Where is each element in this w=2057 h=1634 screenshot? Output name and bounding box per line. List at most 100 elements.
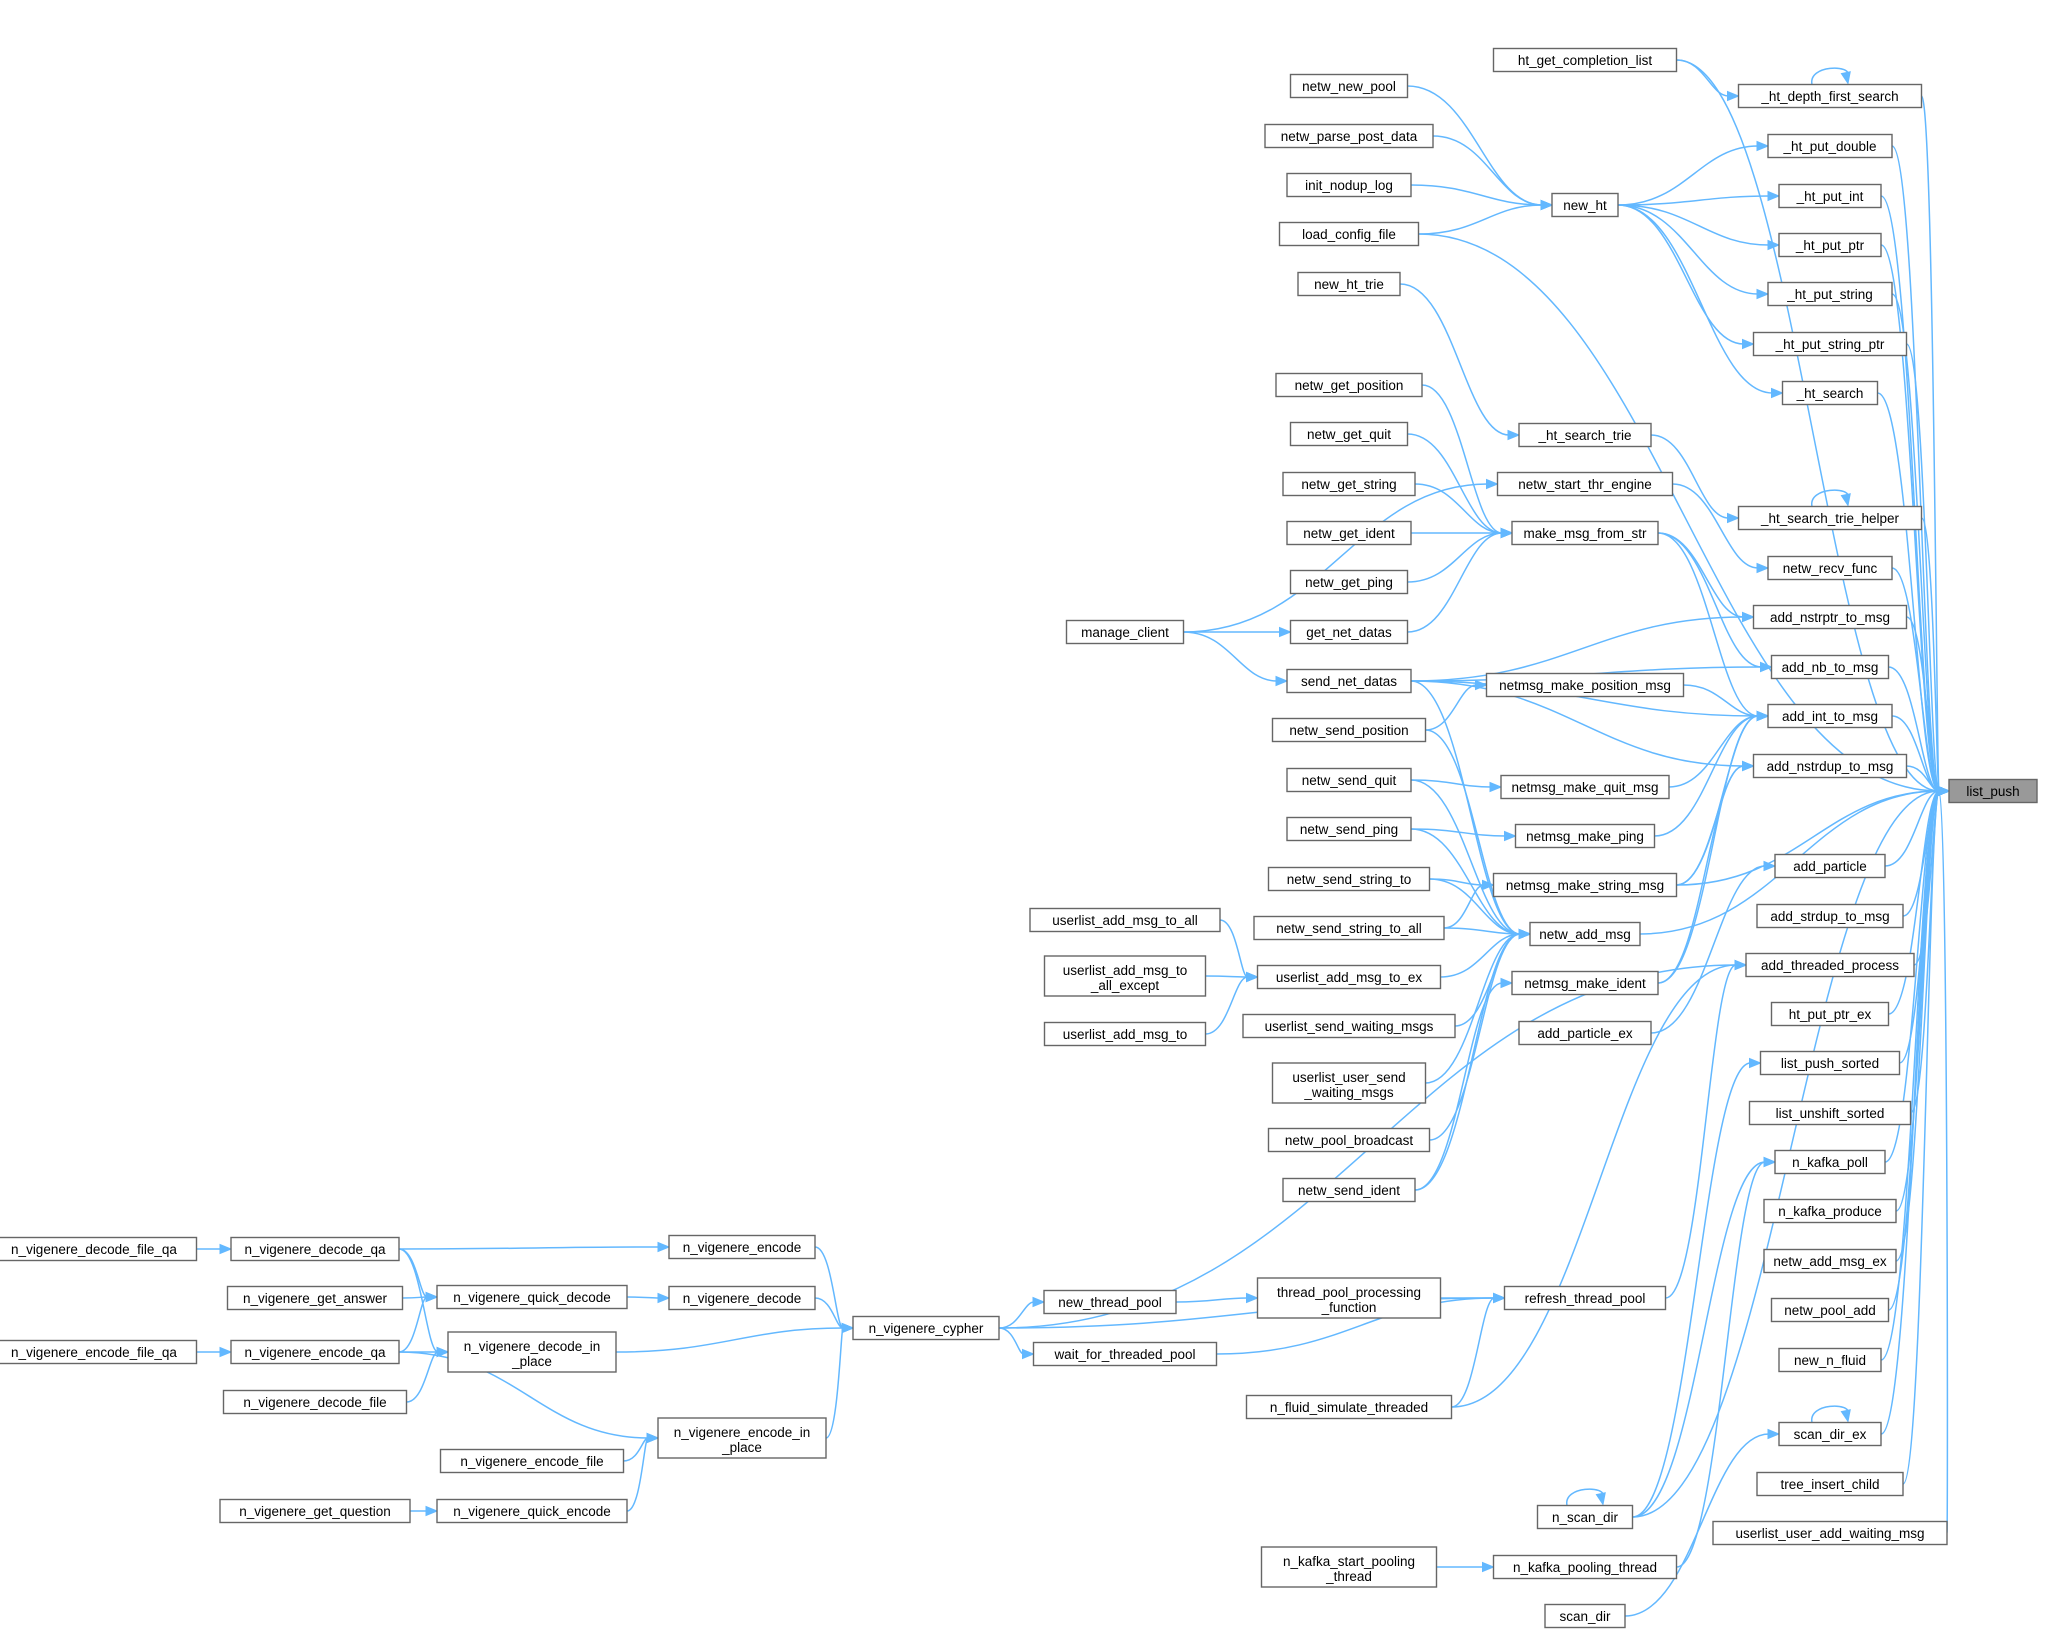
node-ht-search[interactable]: _ht_search <box>1781 380 1879 406</box>
node-netw-recv-func[interactable]: netw_recv_func <box>1767 555 1893 581</box>
node-n-vigenere-get-question[interactable]: n_vigenere_get_question <box>219 1498 411 1524</box>
node-new-thread-pool[interactable]: new_thread_pool <box>1043 1289 1177 1315</box>
node-add-int-to-msg[interactable]: add_int_to_msg <box>1767 703 1893 729</box>
node-userlist-add-msg-to-ex[interactable]: userlist_add_msg_to_ex <box>1256 964 1442 990</box>
edge-arrowhead <box>1032 1296 1046 1308</box>
node-netw-add-msg-ex[interactable]: netw_add_msg_ex <box>1763 1248 1897 1274</box>
node-n-vigenere-quick-encode[interactable]: n_vigenere_quick_encode <box>436 1498 628 1524</box>
node-ht-put-int[interactable]: _ht_put_int <box>1778 183 1882 209</box>
node-userlist-user-send-waiting-msgs[interactable]: userlist_user_send_waiting_msgs <box>1271 1062 1427 1104</box>
node-n-scan-dir[interactable]: n_scan_dir <box>1536 1504 1634 1530</box>
node-netw-send-ping[interactable]: netw_send_ping <box>1286 816 1412 842</box>
node-scan-dir[interactable]: scan_dir <box>1544 1603 1626 1629</box>
node-n-vigenere-decode-file[interactable]: n_vigenere_decode_file <box>222 1389 408 1415</box>
node-refresh-thread-pool[interactable]: refresh_thread_pool <box>1503 1285 1667 1311</box>
node-netw-send-position[interactable]: netw_send_position <box>1271 717 1427 743</box>
node-netw-get-ping[interactable]: netw_get_ping <box>1289 569 1409 595</box>
node-add-strdup-to-msg[interactable]: add_strdup_to_msg <box>1756 903 1904 929</box>
node-netw-pool-broadcast[interactable]: netw_pool_broadcast <box>1267 1127 1431 1153</box>
node-n-vigenere-quick-decode[interactable]: n_vigenere_quick_decode <box>436 1284 628 1310</box>
node-box <box>1518 422 1652 448</box>
node-thread-pool-processing-function[interactable]: thread_pool_processing_function <box>1256 1277 1442 1319</box>
node-n-vigenere-get-answer[interactable]: n_vigenere_get_answer <box>226 1285 404 1311</box>
node-netw-send-string-to[interactable]: netw_send_string_to <box>1267 866 1431 892</box>
node-n-vigenere-encode-file-qa[interactable]: n_vigenere_encode_file_qa <box>0 1339 198 1365</box>
node-new-ht-trie[interactable]: new_ht_trie <box>1297 271 1401 297</box>
node-n-vigenere-decode-in-place[interactable]: n_vigenere_decode_in_place <box>447 1331 617 1373</box>
node-netw-send-string-to-all[interactable]: netw_send_string_to_all <box>1253 915 1445 941</box>
node-n-kafka-produce[interactable]: n_kafka_produce <box>1763 1198 1897 1224</box>
node-list-unshift-sorted[interactable]: list_unshift_sorted <box>1748 1100 1912 1126</box>
node-ht-get-completion-list[interactable]: ht_get_completion_list <box>1492 47 1678 73</box>
node-userlist-add-msg-to[interactable]: userlist_add_msg_to <box>1043 1021 1207 1047</box>
node-n-kafka-start-pooling-thread[interactable]: n_kafka_start_pooling_thread <box>1260 1546 1438 1588</box>
node-userlist-add-msg-to-all-except[interactable]: userlist_add_msg_to_all_except <box>1043 955 1207 997</box>
node-netw-get-string[interactable]: netw_get_string <box>1282 471 1416 497</box>
node-n-vigenere-decode-file-qa[interactable]: n_vigenere_decode_file_qa <box>0 1236 198 1262</box>
node-label: _ht_depth_first_search <box>1760 89 1898 104</box>
node-n-kafka-pooling-thread[interactable]: n_kafka_pooling_thread <box>1492 1554 1678 1580</box>
node-send-net-datas[interactable]: send_net_datas <box>1286 668 1412 694</box>
node-new-ht[interactable]: new_ht <box>1551 192 1619 218</box>
node-userlist-add-msg-to-all[interactable]: userlist_add_msg_to_all <box>1029 907 1221 933</box>
node-netw-add-msg[interactable]: netw_add_msg <box>1529 921 1641 947</box>
node-netw-pool-add[interactable]: netw_pool_add <box>1770 1297 1890 1323</box>
node-list-push[interactable]: list_push <box>1948 778 2038 804</box>
node-box <box>1503 1285 1667 1311</box>
node-ht-put-ptr[interactable]: _ht_put_ptr <box>1778 232 1882 258</box>
node-add-particle-ex[interactable]: add_particle_ex <box>1518 1020 1652 1046</box>
node-add-nstrptr-to-msg[interactable]: add_nstrptr_to_msg <box>1752 604 1908 630</box>
node-make-msg-from-str[interactable]: make_msg_from_str <box>1511 520 1659 546</box>
node-netmsg-make-ident[interactable]: netmsg_make_ident <box>1511 970 1659 996</box>
node-netw-parse-post-data[interactable]: netw_parse_post_data <box>1264 123 1434 149</box>
node-netw-get-ident[interactable]: netw_get_ident <box>1286 520 1412 546</box>
node-n-vigenere-encode-qa[interactable]: n_vigenere_encode_qa <box>230 1339 400 1365</box>
node-box <box>1260 1546 1438 1588</box>
node-manage-client[interactable]: manage_client <box>1065 619 1185 645</box>
node-ht-put-double[interactable]: _ht_put_double <box>1767 133 1893 159</box>
node-netw-send-quit[interactable]: netw_send_quit <box>1286 767 1412 793</box>
node-ht-put-ptr-ex[interactable]: ht_put_ptr_ex <box>1770 1001 1890 1027</box>
node-get-net-datas[interactable]: get_net_datas <box>1289 619 1409 645</box>
node-netw-start-thr-engine[interactable]: netw_start_thr_engine <box>1496 471 1674 497</box>
node-load-config-file[interactable]: load_config_file <box>1278 221 1420 247</box>
node-n-vigenere-decode[interactable]: n_vigenere_decode <box>668 1285 816 1311</box>
node-box <box>1767 703 1893 729</box>
node-n-vigenere-cypher[interactable]: n_vigenere_cypher <box>852 1315 1000 1341</box>
node-n-vigenere-encode-file[interactable]: n_vigenere_encode_file <box>439 1448 625 1474</box>
node-box <box>1492 1554 1678 1580</box>
node-ht-put-string[interactable]: _ht_put_string <box>1767 281 1893 307</box>
node-netw-new-pool[interactable]: netw_new_pool <box>1289 73 1409 99</box>
node-userlist-user-add-waiting-msg[interactable]: userlist_user_add_waiting_msg <box>1712 1520 1948 1546</box>
node-ht-search-trie-helper[interactable]: _ht_search_trie_helper <box>1737 505 1923 531</box>
node-add-threaded-process[interactable]: add_threaded_process <box>1745 952 1915 978</box>
node-ht-depth-first-search[interactable]: _ht_depth_first_search <box>1737 83 1923 109</box>
node-add-nb-to-msg[interactable]: add_nb_to_msg <box>1770 654 1890 680</box>
node-init-nodup-log[interactable]: init_nodup_log <box>1286 172 1412 198</box>
node-netmsg-make-position-msg[interactable]: netmsg_make_position_msg <box>1485 672 1685 698</box>
node-add-particle[interactable]: add_particle <box>1774 853 1886 879</box>
node-scan-dir-ex[interactable]: scan_dir_ex <box>1778 1421 1882 1447</box>
node-n-vigenere-encode[interactable]: n_vigenere_encode <box>668 1234 816 1260</box>
node-new-n-fluid[interactable]: new_n_fluid <box>1778 1347 1882 1373</box>
node-ht-search-trie[interactable]: _ht_search_trie <box>1518 422 1652 448</box>
node-add-nstrdup-to-msg[interactable]: add_nstrdup_to_msg <box>1752 753 1908 779</box>
node-userlist-send-waiting-msgs[interactable]: userlist_send_waiting_msgs <box>1242 1013 1456 1039</box>
node-netw-get-position[interactable]: netw_get_position <box>1275 372 1423 398</box>
node-netmsg-make-string-msg[interactable]: netmsg_make_string_msg <box>1492 872 1678 898</box>
node-wait-for-threaded-pool[interactable]: wait_for_threaded_pool <box>1032 1341 1218 1367</box>
node-list-push-sorted[interactable]: list_push_sorted <box>1759 1050 1901 1076</box>
node-label: n_vigenere_decode <box>683 1291 802 1306</box>
node-tree-insert-child[interactable]: tree_insert_child <box>1756 1471 1904 1497</box>
edge-arrowhead <box>1595 1492 1606 1506</box>
node-box <box>668 1234 816 1260</box>
node-netmsg-make-ping[interactable]: netmsg_make_ping <box>1514 823 1656 849</box>
node-n-vigenere-decode-qa[interactable]: n_vigenere_decode_qa <box>230 1236 400 1262</box>
node-netw-get-quit[interactable]: netw_get_quit <box>1289 421 1409 447</box>
node-netmsg-make-quit-msg[interactable]: netmsg_make_quit_msg <box>1500 774 1670 800</box>
node-n-kafka-poll[interactable]: n_kafka_poll <box>1774 1149 1886 1175</box>
node-ht-put-string-ptr[interactable]: _ht_put_string_ptr <box>1752 331 1908 357</box>
node-n-fluid-simulate-threaded[interactable]: n_fluid_simulate_threaded <box>1245 1394 1453 1420</box>
node-n-vigenere-encode-in-place[interactable]: n_vigenere_encode_in_place <box>657 1417 827 1459</box>
node-netw-send-ident[interactable]: netw_send_ident <box>1282 1177 1416 1203</box>
